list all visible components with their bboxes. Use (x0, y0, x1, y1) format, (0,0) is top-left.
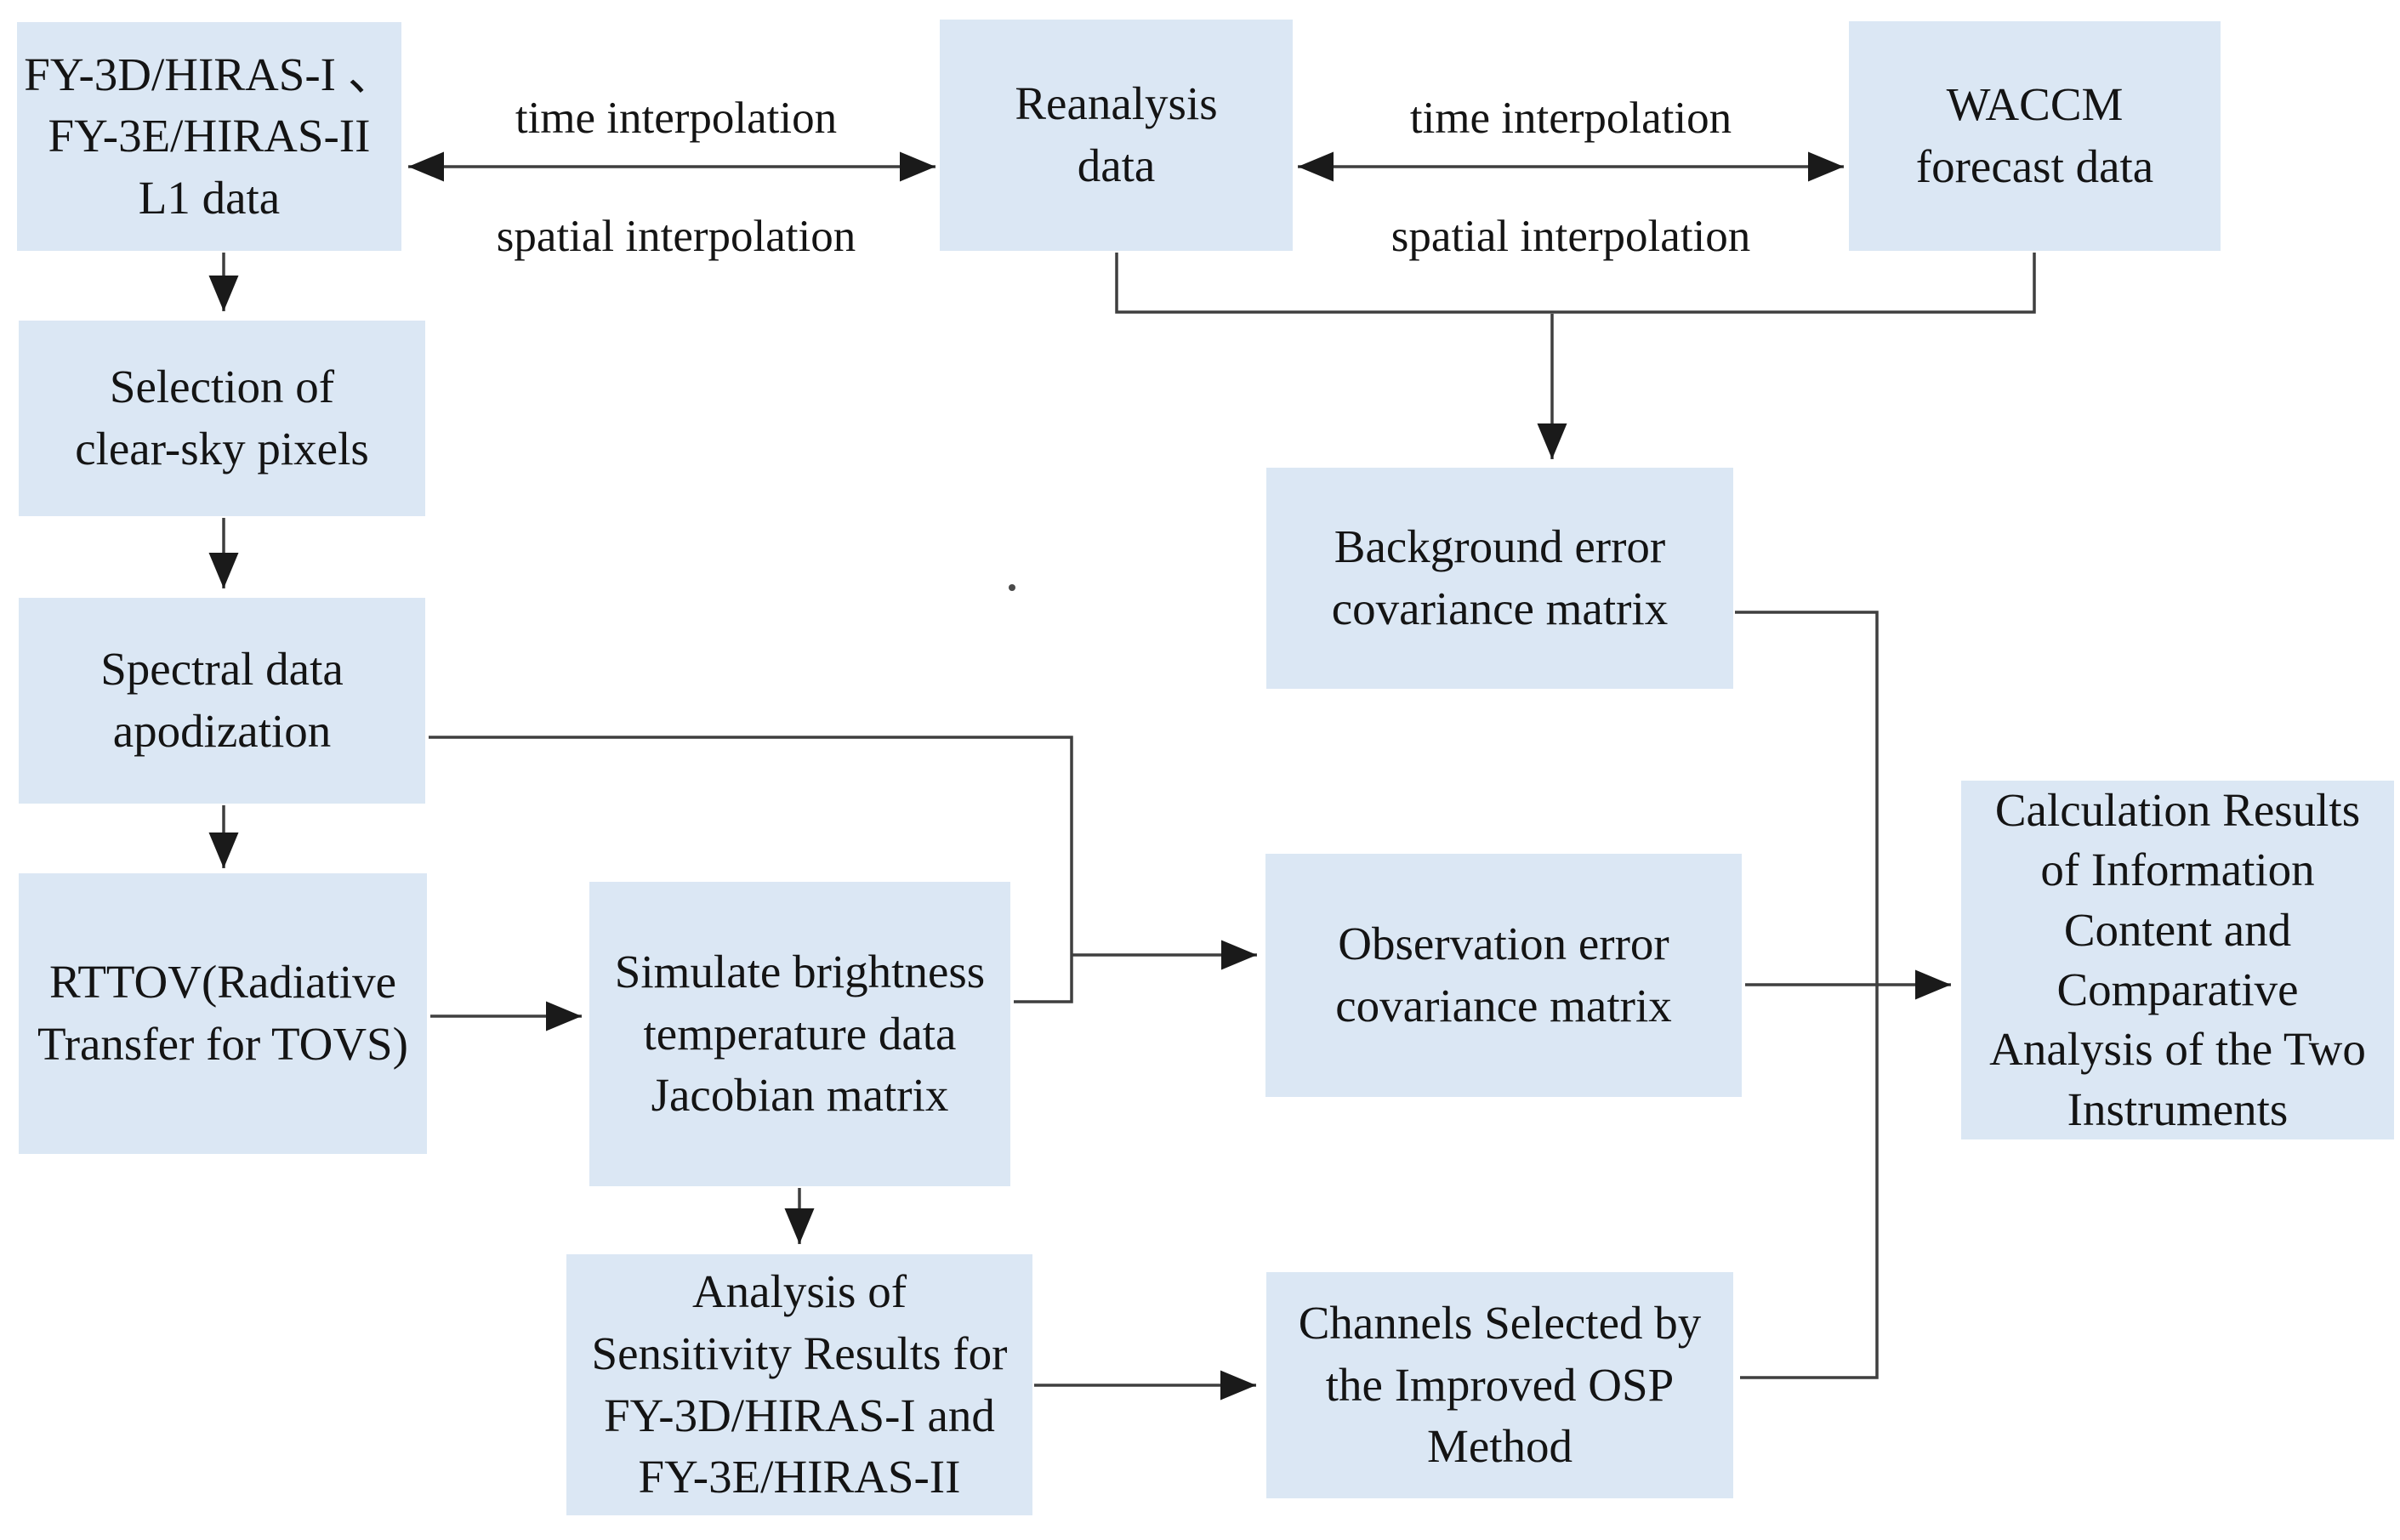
node-label-calc-results: Calculation Results of Information Conte… (1989, 783, 2366, 1135)
edge-label-time-interpolation-left: time interpolation (515, 94, 838, 143)
flow-node-spectral-apodization: Spectral data apodization (19, 598, 425, 804)
node-label-background-error-cov: Background error covariance matrix (1331, 520, 1669, 634)
node-label-channels-osp: Channels Selected by the Improved OSP Me… (1298, 1297, 1702, 1473)
edge-label-time-interpolation-right: time interpolation (1409, 94, 1732, 143)
node-label-sensitivity-analysis: Analysis of Sensitivity Results for FY-3… (591, 1265, 1008, 1503)
node-label-reanalysis-data: Reanalysis data (1015, 77, 1218, 191)
node-label-waccm-forecast: WACCM forecast data (1915, 78, 2154, 192)
node-label-clear-sky-selection: Selection of clear-sky pixels (75, 361, 369, 475)
flow-node-sensitivity-analysis: Analysis of Sensitivity Results for FY-3… (566, 1254, 1032, 1515)
flow-node-fy3d-l1-data: FY-3D/HIRAS-I 、 FY-3E/HIRAS-II L1 data (17, 22, 401, 251)
node-label-rttov: RTTOV(Radiative Transfer for TOVS) (37, 956, 408, 1070)
edge-label-spatial-interpolation-right: spatial interpolation (1391, 212, 1751, 261)
flow-node-waccm-forecast: WACCM forecast data (1849, 21, 2221, 251)
edge-label-spatial-interpolation-left: spatial interpolation (496, 212, 856, 261)
flow-node-clear-sky-selection: Selection of clear-sky pixels (19, 321, 425, 516)
stray-dot-artifact (1009, 584, 1015, 591)
node-label-observation-error-cov: Observation error covariance matrix (1335, 918, 1672, 1031)
connector-spectral-simulate-elbow (429, 736, 1073, 1003)
flow-node-calc-results: Calculation Results of Information Conte… (1961, 781, 2394, 1139)
node-label-simulate-bt-jacobian: Simulate brightness temperature data Jac… (614, 946, 986, 1122)
flow-node-background-error-cov: Background error covariance matrix (1266, 468, 1733, 689)
node-label-spectral-apodization: Spectral data apodization (100, 643, 344, 757)
node-label-fy3d-l1-data: FY-3D/HIRAS-I 、 FY-3E/HIRAS-II L1 data (24, 48, 395, 224)
flow-node-reanalysis-data: Reanalysis data (940, 20, 1293, 251)
flow-node-rttov: RTTOV(Radiative Transfer for TOVS) (19, 873, 427, 1154)
connector-reanalysis-waccm-merge (1115, 253, 2036, 314)
connector-background-to-channels-elbow (1735, 611, 1879, 1379)
flow-node-channels-osp: Channels Selected by the Improved OSP Me… (1266, 1272, 1733, 1498)
flow-node-observation-error-cov: Observation error covariance matrix (1265, 854, 1742, 1097)
flow-node-simulate-bt-jacobian: Simulate brightness temperature data Jac… (589, 882, 1010, 1186)
